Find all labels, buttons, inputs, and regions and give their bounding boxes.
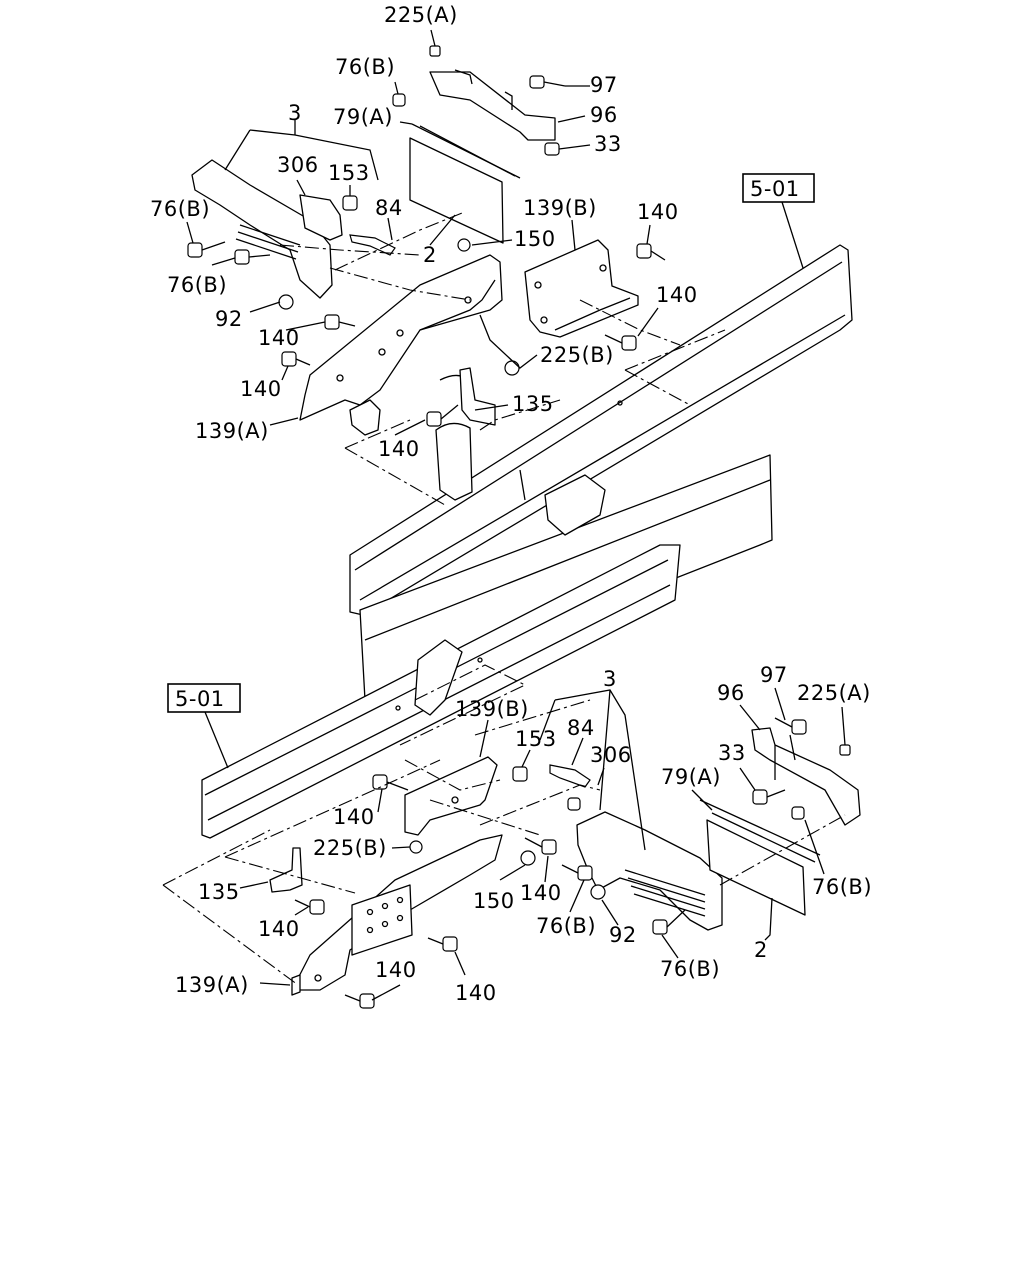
bracket-96-bottom — [751, 727, 861, 826]
reference-box-bottom[interactable]: 5-01 — [167, 683, 241, 769]
leaders-top — [186, 29, 659, 436]
callout-139b-bottom: 139(B) — [455, 697, 529, 721]
callout-140-bottom-1: 140 — [333, 805, 375, 829]
callouts-bottom: 3 97 96 225(A) 139(B) 84 153 306 33 79(A… — [175, 663, 872, 1005]
callout-97-top: 97 — [590, 73, 618, 97]
bracket-96-top — [429, 71, 556, 141]
callout-33-bottom: 33 — [718, 741, 746, 765]
frame-rail-bottom — [201, 544, 681, 839]
callout-84-bottom: 84 — [567, 716, 595, 740]
reference-box-top[interactable]: 5-01 — [742, 173, 815, 269]
callout-92-top: 92 — [215, 307, 243, 331]
bottom-assembly: 5-01 3 97 96 225(A) 139(B) 84 153 306 33… — [162, 544, 872, 1009]
callout-2-bottom: 2 — [754, 938, 768, 962]
callout-153-bottom: 153 — [515, 727, 557, 751]
bracket-139b-top — [524, 239, 639, 338]
callout-139a-top: 139(A) — [195, 419, 269, 443]
callout-153-top: 153 — [328, 161, 370, 185]
callout-140-top-4: 140 — [240, 377, 282, 401]
callout-76b-bottom-2: 76(B) — [536, 914, 596, 938]
callout-306-top: 306 — [277, 153, 319, 177]
callout-3-top: 3 — [288, 101, 302, 125]
mudflap-3-bottom — [576, 811, 723, 931]
callout-76b-top-1: 76(B) — [335, 55, 395, 79]
leaders-bottom — [239, 687, 846, 1001]
callout-306-bottom: 306 — [590, 743, 632, 767]
callout-84-top: 84 — [375, 196, 403, 220]
callout-139a-bottom: 139(A) — [175, 973, 249, 997]
callout-139b-top: 139(B) — [523, 196, 597, 220]
callout-33-top: 33 — [594, 132, 622, 156]
callout-225b-top: 225(B) — [540, 343, 614, 367]
callouts-top: 225(A) 76(B) 97 79(A) 96 3 33 306 153 84… — [150, 3, 698, 461]
bolts-top — [187, 45, 666, 427]
callout-140-top-5: 140 — [378, 437, 420, 461]
alignment-lines-bottom — [162, 664, 846, 986]
callout-76b-bottom-3: 76(B) — [660, 957, 720, 981]
callout-92-bottom: 92 — [609, 923, 637, 947]
callout-225a-bottom: 225(A) — [797, 681, 871, 705]
callout-76b-top-3: 76(B) — [167, 273, 227, 297]
callout-76b-top-2: 76(B) — [150, 197, 210, 221]
alignment-lines-top — [279, 212, 726, 506]
callout-225b-bottom: 225(B) — [313, 836, 387, 860]
callout-135-bottom: 135 — [198, 880, 240, 904]
callout-140-bottom-4: 140 — [375, 958, 417, 982]
top-assembly: 5-01 225(A) 76(B) 97 79(A) 96 3 33 306 1… — [150, 3, 853, 701]
callout-140-top-1: 140 — [637, 200, 679, 224]
callout-150-bottom: 150 — [473, 889, 515, 913]
callout-140-top-2: 140 — [656, 283, 698, 307]
callout-140-bottom-5: 140 — [455, 981, 497, 1005]
mudflap-3-top — [191, 159, 333, 299]
plate-bottom — [706, 819, 806, 916]
callout-140-bottom-2: 140 — [258, 917, 300, 941]
bracket-135-top — [459, 367, 496, 426]
callout-225a-top: 225(A) — [384, 3, 458, 27]
callout-150-top: 150 — [514, 227, 556, 251]
callout-79a-top: 79(A) — [333, 105, 393, 129]
frame-rail-top — [349, 244, 853, 701]
callout-140-bottom-3: 140 — [520, 881, 562, 905]
reference-label-bottom: 5-01 — [175, 687, 225, 711]
callout-2-top: 2 — [423, 243, 437, 267]
callout-96-bottom: 96 — [717, 681, 745, 705]
bracket-139a-top — [299, 254, 503, 421]
reference-label-top: 5-01 — [750, 177, 800, 201]
bracket-139b-bottom — [404, 756, 498, 836]
callout-96-top: 96 — [590, 103, 618, 127]
plate-top — [409, 137, 504, 244]
bracket-135-bottom — [269, 847, 303, 893]
callout-135-top: 135 — [512, 392, 554, 416]
bolts-bottom — [294, 717, 851, 1009]
callout-79a-bottom: 79(A) — [661, 765, 721, 789]
callout-3-bottom: 3 — [603, 667, 617, 691]
callout-97-bottom: 97 — [760, 663, 788, 687]
callout-76b-bottom-1: 76(B) — [812, 875, 872, 899]
callout-140-top-3: 140 — [258, 326, 300, 350]
